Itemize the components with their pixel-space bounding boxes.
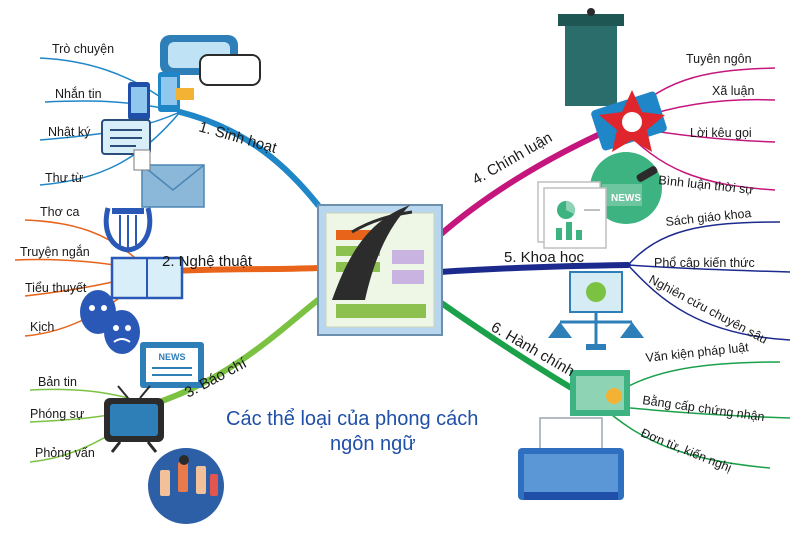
- news-circle-icon: NEWS: [590, 152, 662, 224]
- news-board-label: NEWS: [159, 352, 186, 362]
- branch-label-khoa-hoc: 5. Khoa học: [504, 249, 585, 266]
- television-icon: [104, 385, 164, 453]
- leaf-label-van-kien-phap-luat: Văn kiện pháp luật: [645, 340, 750, 365]
- microphones-interview-icon: [148, 448, 224, 524]
- leaf-label-kich: Kịch: [30, 320, 54, 334]
- caption-line-2: ngôn ngữ: [330, 433, 416, 455]
- theater-masks-icon: [80, 290, 140, 354]
- branch-line-bao-chi: [147, 297, 321, 408]
- leaf-label-ban-tin: Bản tin: [38, 375, 77, 389]
- diary-notebook-icon: [101, 119, 151, 171]
- branch-label-sinh-hoat: 1. Sinh hoạt: [197, 119, 279, 158]
- leaf-label-truyen-ngan: Truyện ngắn: [20, 244, 90, 259]
- report-documents-icon: [537, 181, 607, 249]
- leaf-label-loi-keu-goi: Lời kêu gọi: [690, 126, 752, 140]
- leaf-label-tho-ca: Thơ ca: [40, 205, 80, 219]
- science-scale-icon: [548, 271, 644, 350]
- branch-line-sinh-hoat: [177, 109, 321, 208]
- leaf-label-tro-chuyen: Trò chuyện: [52, 42, 114, 56]
- leaf-label-nhat-ky: Nhật ký: [48, 125, 91, 139]
- leaf-label-don-tu-kien-nghi: Đơn từ, kiến nghị: [639, 426, 734, 475]
- leaf-label-bang-cap-chung-nhan: Bằng cấp chứng nhận: [642, 392, 766, 424]
- leaf-label-nghien-cuu-chuyen-sau: Nghiên cứu chuyên sâu: [647, 272, 770, 346]
- smartphone-icon: [128, 72, 180, 120]
- leaf-label-tieu-thuyet: Tiểu thuyết: [25, 281, 87, 295]
- news-circle-label: NEWS: [611, 193, 641, 204]
- leaf-label-tuyen-ngon: Tuyên ngôn: [686, 52, 752, 66]
- printer-icon: [518, 417, 624, 500]
- leaf-label-xa-luan: Xã luận: [712, 84, 754, 98]
- branch-line-chinh-luan: [437, 122, 623, 238]
- caption-line-1: Các thể loại của phong cách: [226, 408, 478, 430]
- leaf-label-binh-luan-thoi-su: Bình luận thời sự: [658, 173, 755, 197]
- podium-icon: [558, 8, 624, 106]
- lyre-icon: [103, 207, 153, 253]
- envelope-icon: [141, 88, 205, 208]
- chat-bubble-icon: [160, 35, 261, 86]
- star-emblem-icon: [591, 90, 667, 152]
- news-board-icon: NEWS: [140, 342, 204, 388]
- branch-line-khoa-hoc: [437, 262, 631, 275]
- leaf-label-phong-su: Phóng sự: [30, 407, 84, 421]
- branch-label-nghe-thuat: 2. Nghệ thuật: [162, 253, 253, 270]
- leaf-lines-khoa-hoc: [627, 221, 791, 341]
- leaf-label-pho-cap-kien-thuc: Phổ cập kiến thức: [654, 256, 755, 270]
- leaf-label-thu-tu: Thư từ: [45, 171, 83, 185]
- leaf-label-phong-van: Phỏng vấn: [35, 446, 95, 460]
- open-book-icon: [110, 256, 184, 300]
- leaf-label-nhan-tin: Nhắn tin: [55, 86, 102, 101]
- certificate-icon: [570, 370, 630, 416]
- central-document-icon: [317, 204, 443, 336]
